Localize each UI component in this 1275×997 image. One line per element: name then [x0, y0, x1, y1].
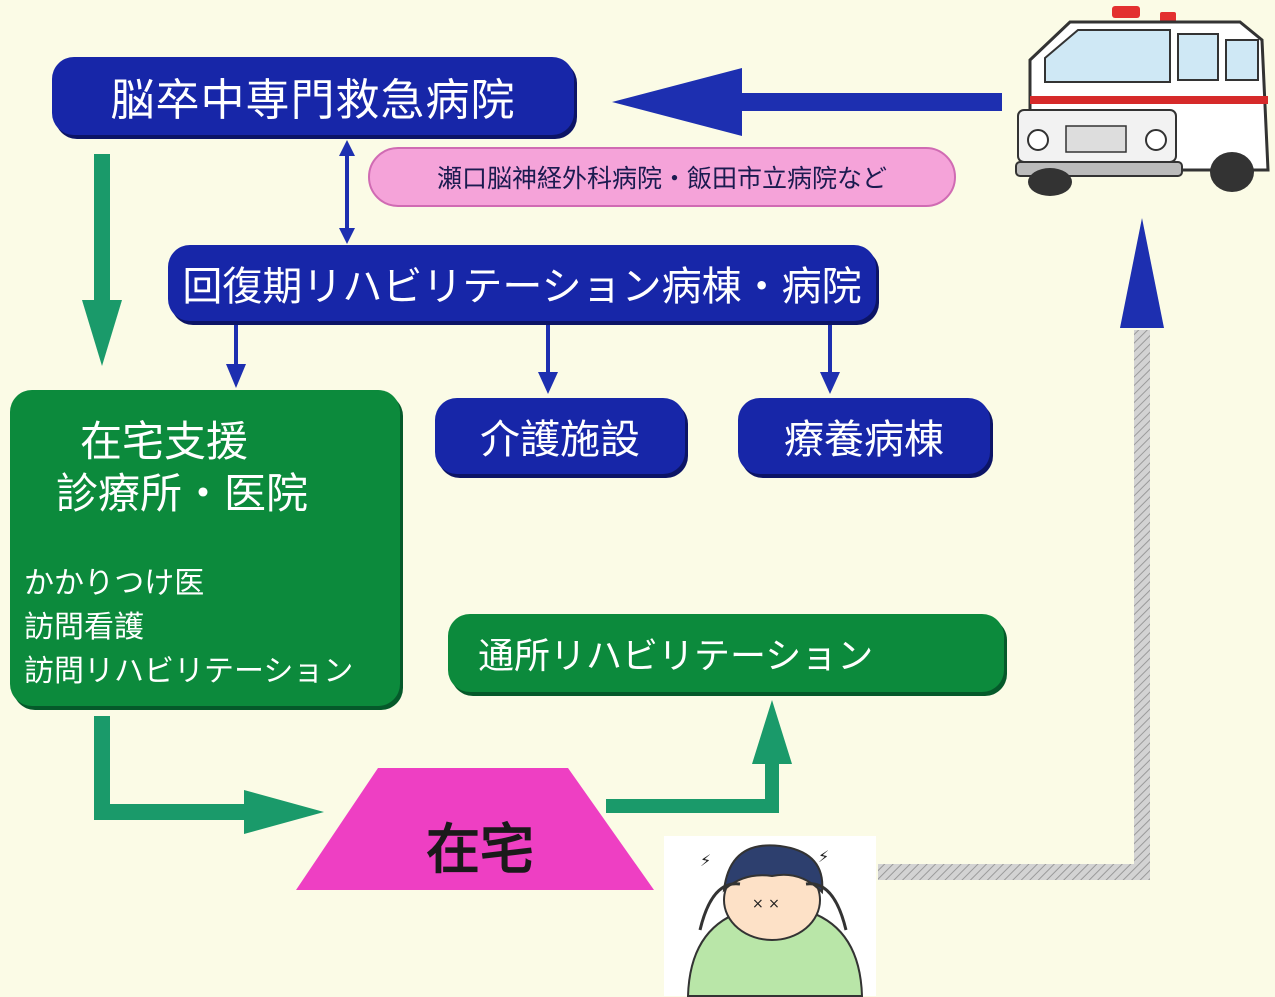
- clinic-title-line1: 在宅支援: [80, 417, 249, 466]
- clinic-service-item: かかりつけ医: [24, 566, 205, 601]
- ambulance-to-hospital-arrow-shaft: [730, 93, 1002, 111]
- care-facility-label: 介護施設: [480, 417, 640, 463]
- clinic-to-home-arrow: [94, 716, 250, 820]
- gray-path-patient-to-ambulance: [878, 330, 1150, 880]
- clinic-title-line2: 診療所・医院: [56, 469, 309, 518]
- recovery-rehab-label: 回復期リハビリテーション病棟・病院: [182, 264, 862, 310]
- patient-headache-icon: ⚡ ⚡ × ×: [664, 836, 876, 997]
- home-to-day-rehab-arrowhead: [752, 700, 792, 764]
- ambulance-icon: [1015, 6, 1270, 196]
- emergency-hospital-box: 脳卒中専門救急病院: [52, 57, 574, 135]
- svg-text:⚡: ⚡: [818, 847, 829, 866]
- hospital-examples-label: 瀬口脳神経外科病院・飯田市立病院など: [436, 164, 887, 193]
- recuperation-ward-box: 療養病棟: [738, 398, 990, 474]
- ambulance-to-hospital-arrowhead: [612, 68, 742, 136]
- home-label: 在宅: [426, 818, 534, 881]
- day-rehab-box: 通所リハビリテーション: [448, 614, 1004, 692]
- svg-text:× ×: × ×: [752, 896, 780, 912]
- emergency-to-clinic-arrowhead: [82, 300, 122, 366]
- home-support-clinic-box: 在宅支援 診療所・医院 かかりつけ医 訪問看護 訪問リハビリテーション: [10, 390, 400, 706]
- care-facility-box: 介護施設: [435, 398, 685, 474]
- clinic-to-home-arrowhead: [244, 790, 324, 834]
- recuperation-ward-label: 療養病棟: [784, 417, 944, 463]
- svg-text:⚡: ⚡: [700, 851, 711, 870]
- day-rehab-label: 通所リハビリテーション: [478, 636, 874, 677]
- clinic-service-item: 訪問リハビリテーション: [24, 654, 354, 689]
- hospital-examples-label-box: 瀬口脳神経外科病院・飯田市立病院など: [368, 147, 956, 207]
- recovery-rehab-box: 回復期リハビリテーション病棟・病院: [168, 245, 876, 321]
- emergency-to-clinic-arrow-shaft: [94, 154, 110, 304]
- home-shape: [296, 768, 654, 890]
- emergency-hospital-label: 脳卒中専門救急病院: [110, 75, 516, 126]
- home-to-day-rehab-arrow: [606, 760, 779, 813]
- ambulance-call-arrowhead: [1120, 218, 1164, 328]
- clinic-service-item: 訪問看護: [24, 610, 144, 645]
